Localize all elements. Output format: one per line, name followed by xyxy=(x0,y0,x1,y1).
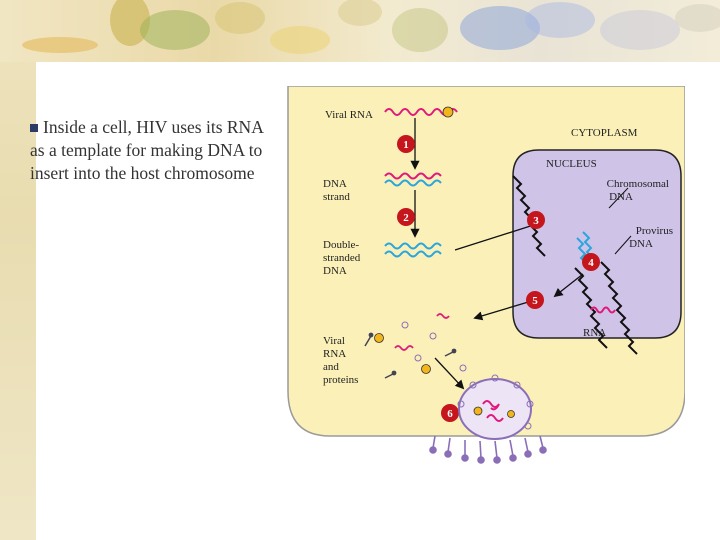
bullet-marker-icon xyxy=(30,124,38,132)
label-dna-strand-1: DNA xyxy=(323,178,347,190)
label-rna: RNA xyxy=(583,327,606,339)
budding-virus xyxy=(457,374,534,440)
label-nucleus: NUCLEUS xyxy=(546,158,597,170)
label-cytoplasm: CYTOPLASM xyxy=(571,127,638,139)
label-viral-proteins-1: Viral xyxy=(323,335,345,347)
svg-text:3: 3 xyxy=(533,215,539,227)
label-chromosomal-dna-1: Chromosomal xyxy=(607,178,669,190)
arrow-step-4 xyxy=(553,273,584,298)
chromosome-right-segment xyxy=(600,261,638,355)
step-marker-1: 1 xyxy=(397,135,415,153)
step-marker-6: 6 xyxy=(441,404,459,422)
svg-text:4: 4 xyxy=(588,257,594,269)
rna-template-strand xyxy=(384,172,442,180)
arrow-step-5 xyxy=(473,299,536,321)
svg-text:5: 5 xyxy=(532,295,538,307)
step-marker-3: 3 xyxy=(527,211,545,229)
chromosome-lower-segment xyxy=(574,267,608,349)
chromosomal-pointer xyxy=(608,187,629,209)
arrow-step-3 xyxy=(454,219,545,251)
label-dna-strand-2: strand xyxy=(323,191,350,203)
leaf-decoration xyxy=(22,0,720,54)
label-provirus-dna-1: Provirus xyxy=(636,225,673,237)
label-viral-proteins-3: and xyxy=(323,361,339,373)
svg-text:2: 2 xyxy=(403,212,409,224)
provirus-pointer xyxy=(614,235,632,255)
top-decor-banner xyxy=(0,0,720,62)
step-marker-4: 4 xyxy=(582,253,600,271)
cell-membrane-proteins xyxy=(429,435,547,464)
label-double-stranded-2: stranded xyxy=(323,252,361,264)
provirus-segment-b xyxy=(582,231,594,259)
hiv-replication-diagram: 1 2 3 4 5 6 xyxy=(287,86,685,464)
bullet-point: Inside a cell, HIV uses its RNA as a tem… xyxy=(30,116,270,185)
label-double-stranded-1: Double- xyxy=(323,239,359,251)
label-viral-proteins-2: RNA xyxy=(323,348,346,360)
transcribed-rna-strand xyxy=(590,306,616,314)
label-viral-rna: Viral RNA xyxy=(325,109,373,121)
step-marker-2: 2 xyxy=(397,208,415,226)
double-strand-b xyxy=(384,250,442,258)
svg-text:1: 1 xyxy=(403,139,409,151)
bullet-text: Inside a cell, HIV uses its RNA as a tem… xyxy=(30,117,263,183)
arrow-step-6 xyxy=(434,357,465,390)
svg-text:6: 6 xyxy=(447,408,453,420)
enzyme-dot-icon xyxy=(442,106,454,118)
left-decor-strip xyxy=(0,0,36,540)
provirus-segment-a xyxy=(576,237,588,265)
double-strand-a xyxy=(384,242,442,250)
scattered-viral-components xyxy=(364,313,467,379)
label-provirus-dna-2: DNA xyxy=(629,238,653,250)
label-double-stranded-3: DNA xyxy=(323,265,347,277)
label-chromosomal-dna-2: DNA xyxy=(609,191,633,203)
label-viral-proteins-4: proteins xyxy=(323,374,358,386)
dna-copy-strand xyxy=(384,179,442,187)
step-marker-5: 5 xyxy=(526,291,544,309)
